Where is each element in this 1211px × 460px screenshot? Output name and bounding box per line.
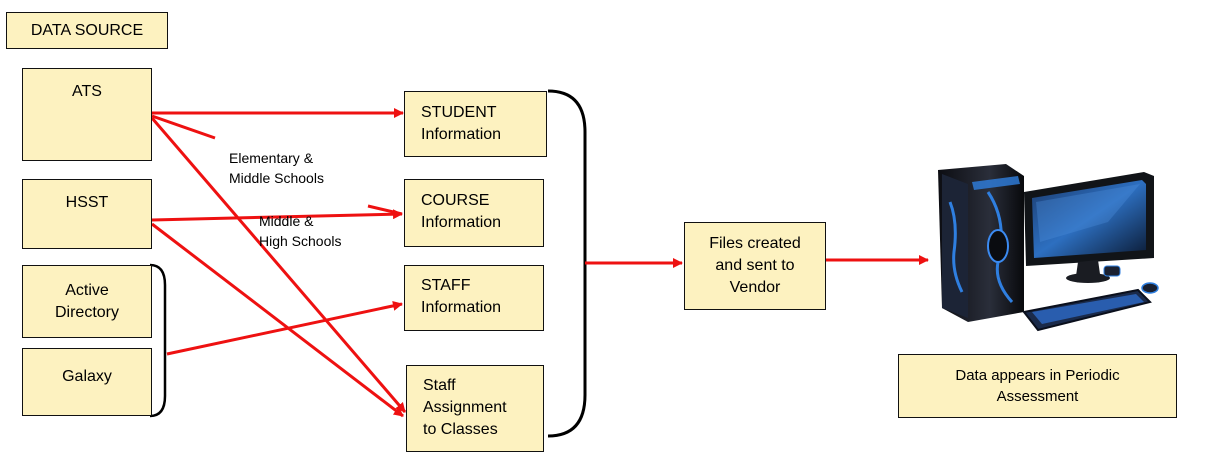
arrow-hsst-assignment <box>151 222 404 418</box>
output-course-information: COURSE Information <box>404 179 544 247</box>
computer-icon <box>938 164 1159 332</box>
bracket-outputs <box>547 89 587 438</box>
files-created-box: Files created and sent to Vendor <box>684 222 826 310</box>
output-student-information: STUDENT Information <box>404 91 547 157</box>
monitor-icon <box>1024 172 1154 283</box>
note-elementary-middle: Elementary & Middle Schools <box>229 150 324 186</box>
source-ats: ATS <box>22 68 152 161</box>
speaker-icon <box>1103 265 1121 277</box>
output-staff-assignment: Staff Assignment to Classes <box>406 365 544 452</box>
arrow-ats-elementary <box>151 114 216 140</box>
output-staff-information: STAFF Information <box>404 265 544 331</box>
result-caption-box: Data appears in Periodic Assessment <box>898 354 1177 418</box>
arrow-directory-staff <box>166 300 403 356</box>
source-active-directory: Active Directory <box>22 265 152 338</box>
arrow-ats-assignment <box>150 117 407 413</box>
keyboard-icon <box>1022 288 1152 332</box>
mouse-icon <box>1141 282 1159 294</box>
source-hsst: HSST <box>22 179 152 249</box>
data-source-label: DATA SOURCE <box>6 12 168 49</box>
bracket-sources <box>149 263 167 418</box>
arrow-hsst-course <box>151 209 403 222</box>
source-galaxy: Galaxy <box>22 348 152 416</box>
note-middle-high: Middle & High Schools <box>259 213 342 249</box>
arrow-hsst-course-extra <box>367 204 403 216</box>
tower-icon <box>938 164 1024 322</box>
